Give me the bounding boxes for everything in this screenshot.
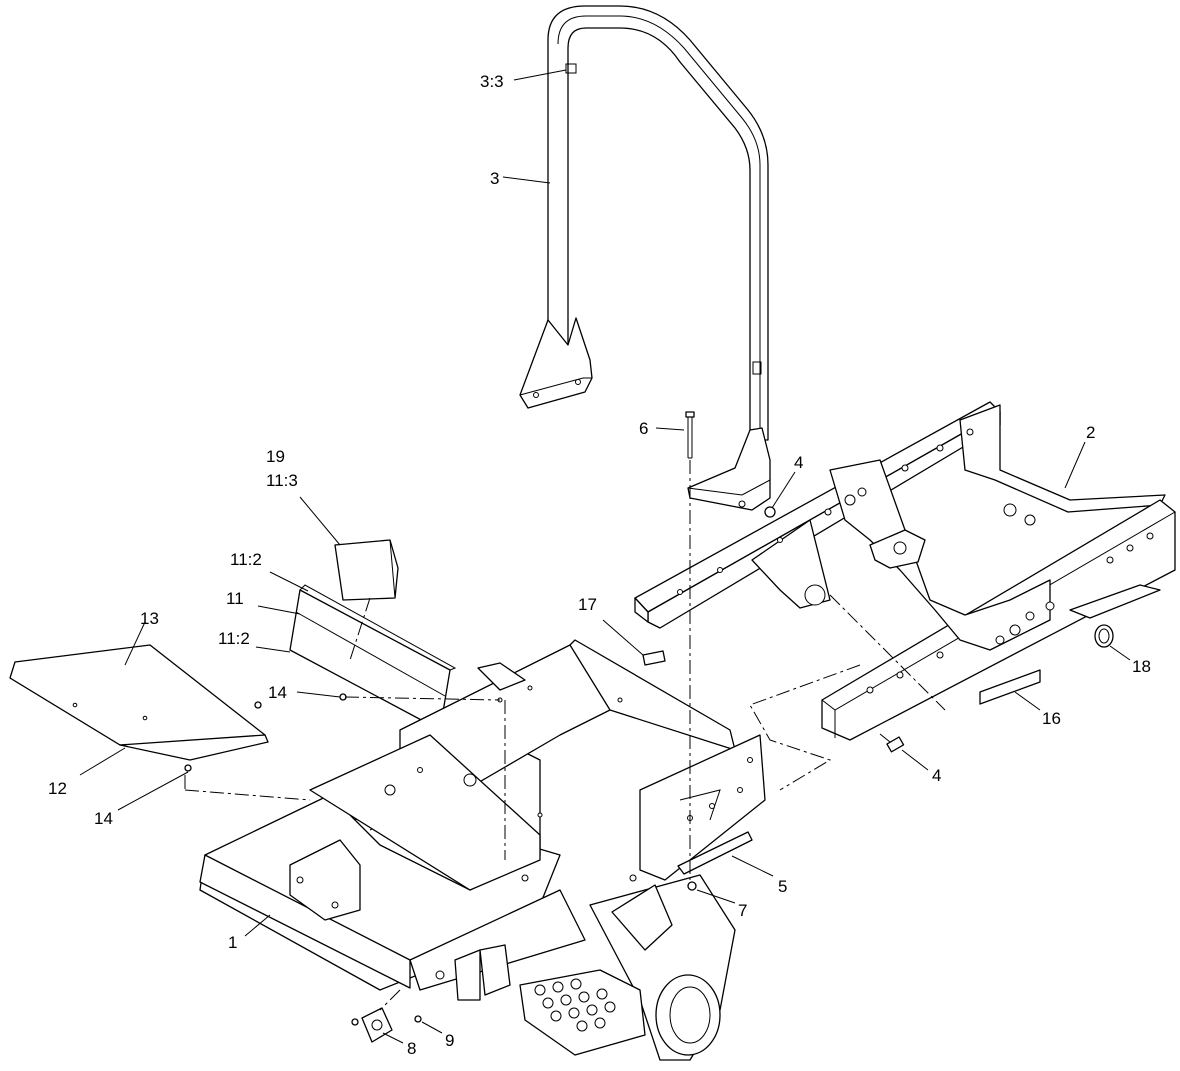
decal-11-3	[334, 539, 399, 601]
decal-16	[979, 669, 1041, 705]
callout-9: 9	[445, 1031, 454, 1050]
front-frame	[199, 639, 766, 1061]
callout-5: 5	[778, 877, 787, 896]
panel-11	[289, 584, 457, 731]
leader-lines	[79, 69, 1131, 1044]
callout-19: 19	[266, 447, 285, 466]
callout-11-2-lower: 11:2	[218, 629, 250, 648]
plate-8	[351, 1007, 393, 1043]
washer-18	[1094, 624, 1114, 648]
callout-11-3: 11:3	[266, 471, 298, 490]
callout-16: 16	[1042, 709, 1061, 728]
callout-8: 8	[407, 1039, 416, 1058]
callout-1: 1	[228, 933, 237, 952]
decal-17	[642, 650, 666, 666]
nut-7	[687, 881, 697, 891]
center-lines	[184, 460, 946, 1011]
callout-13: 13	[140, 609, 159, 628]
callout-4-lower: 4	[932, 766, 941, 785]
callout-14-lower: 14	[94, 809, 113, 828]
rear-frame	[634, 401, 1176, 741]
callout-12: 12	[48, 779, 67, 798]
step-plate-holes	[534, 978, 616, 1032]
callout-labels: 3:3 3 6 4 2 19 11:3 11:2 11 11:2 13 17 1…	[48, 72, 1151, 1058]
roll-bar	[519, 5, 771, 511]
callout-11-2-upper: 11:2	[230, 550, 262, 569]
callout-6: 6	[639, 419, 648, 438]
callout-14-upper: 14	[268, 683, 287, 702]
plate-5	[677, 831, 753, 875]
bolt-6	[685, 411, 695, 459]
callout-4-upper: 4	[794, 453, 803, 472]
callout-3: 3	[490, 169, 499, 188]
bolt-4-lower	[879, 733, 905, 753]
callout-2: 2	[1086, 423, 1095, 442]
callout-17: 17	[578, 595, 597, 614]
callout-11: 11	[226, 589, 244, 608]
bolt-14-lower	[184, 701, 262, 772]
callout-18: 18	[1132, 657, 1151, 676]
callout-7: 7	[738, 901, 747, 920]
screw-9	[414, 1015, 422, 1023]
cover-13	[9, 644, 269, 761]
bolt-4-upper	[764, 506, 776, 518]
callout-3-3: 3:3	[480, 72, 504, 91]
